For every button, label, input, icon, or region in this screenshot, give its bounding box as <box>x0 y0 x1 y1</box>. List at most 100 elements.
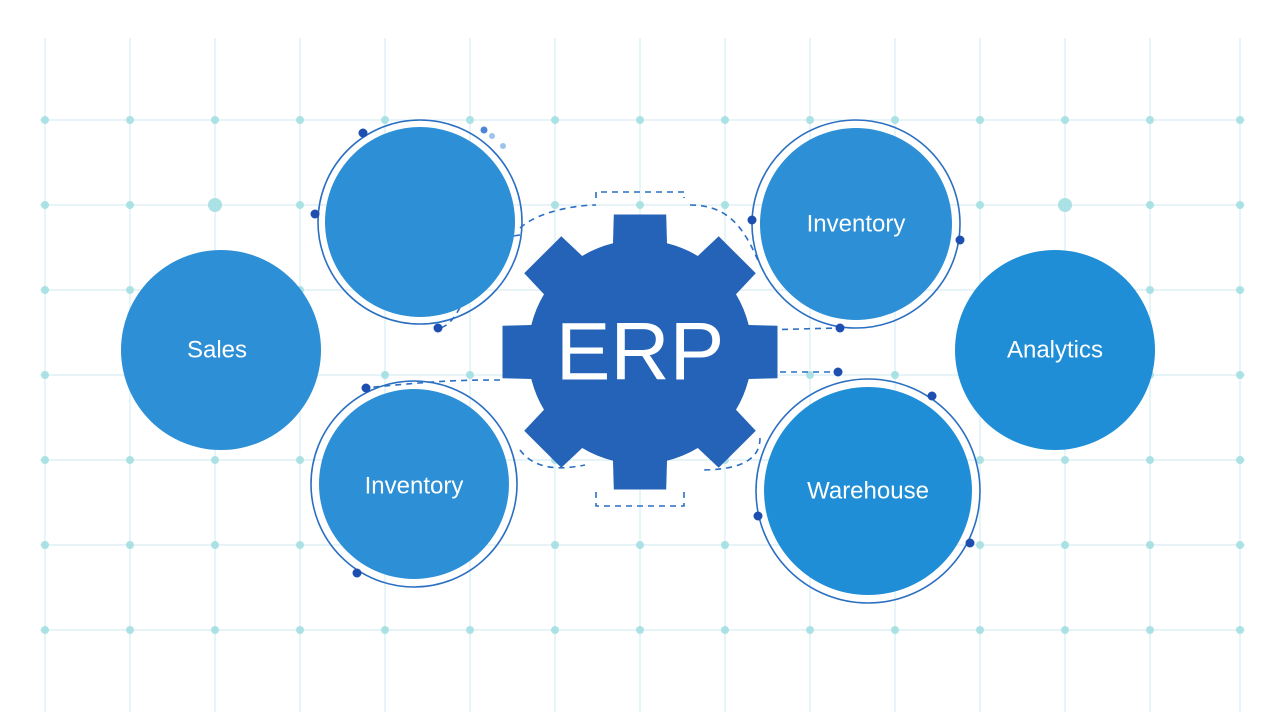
erp-hub[interactable]: ERP <box>502 214 778 490</box>
ring-dot <box>489 133 495 139</box>
grid-dot <box>126 541 134 549</box>
grid-dot <box>1236 456 1244 464</box>
grid-dot <box>806 626 814 634</box>
erp-hub-label: ERP <box>556 307 725 398</box>
grid-dot <box>41 371 49 379</box>
connector-left-top <box>519 204 597 229</box>
grid-dot <box>466 626 474 634</box>
grid-dot <box>381 116 389 124</box>
grid-dot <box>1061 626 1069 634</box>
module-node-warehouse[interactable]: Warehouse <box>753 367 981 604</box>
grid-dot <box>211 456 219 464</box>
grid-dot <box>976 116 984 124</box>
ring-dot <box>361 383 371 393</box>
grid-dot <box>721 201 729 209</box>
module-circle-sales <box>121 250 321 450</box>
grid-dot <box>296 541 304 549</box>
grid-dot <box>211 116 219 124</box>
grid-dot <box>126 201 134 209</box>
grid-dot <box>211 626 219 634</box>
grid-dot <box>551 116 559 124</box>
ring-dot <box>927 391 937 401</box>
ring-dot <box>833 367 843 377</box>
module-node-inventory-top[interactable]: Inventory <box>747 119 965 333</box>
grid-dot <box>126 626 134 634</box>
connector-right-top <box>689 204 761 266</box>
module-circle-inventory-top <box>760 128 952 320</box>
grid-dot <box>381 626 389 634</box>
grid-dot <box>1236 541 1244 549</box>
ring-dot <box>500 143 506 149</box>
module-circle-inventory-bottom <box>319 389 509 579</box>
module-circle-top-left <box>325 127 515 317</box>
module-node-sales[interactable]: Sales <box>121 250 321 450</box>
grid-dot <box>806 371 814 379</box>
connector-top <box>595 191 685 198</box>
ring-dot <box>310 209 320 219</box>
grid-dot <box>721 541 729 549</box>
grid-dot <box>1146 116 1154 124</box>
connector-bottom-left <box>365 379 501 389</box>
grid-dot <box>636 116 644 124</box>
connector-left-bottom <box>519 449 586 469</box>
module-node-analytics[interactable]: Analytics <box>955 250 1155 450</box>
grid-dot <box>891 371 899 379</box>
grid-dot <box>976 201 984 209</box>
grid-dot <box>1061 456 1069 464</box>
grid-dot <box>296 201 304 209</box>
module-ring-inventory-bottom <box>310 380 518 588</box>
grid-dot <box>1146 286 1154 294</box>
module-circle-warehouse <box>764 387 972 595</box>
grid-dot <box>551 541 559 549</box>
grid-dot <box>41 456 49 464</box>
grid-dot <box>381 371 389 379</box>
module-label-sales: Sales <box>187 337 247 364</box>
ring-dot <box>955 235 965 245</box>
grid-dot <box>41 626 49 634</box>
grid-dot <box>126 286 134 294</box>
grid-dot <box>296 626 304 634</box>
grid-dot <box>891 626 899 634</box>
grid-dot <box>126 456 134 464</box>
grid-dot <box>636 541 644 549</box>
module-node-inventory-bottom[interactable]: Inventory <box>310 380 518 588</box>
grid-dot <box>636 626 644 634</box>
ring-dot <box>358 128 368 138</box>
connector-bottom <box>595 492 685 507</box>
grid-dot <box>41 116 49 124</box>
ring-dot <box>835 323 845 333</box>
module-ring-top-left <box>317 119 523 325</box>
module-label-analytics: Analytics <box>1007 337 1103 364</box>
grid-dot <box>1236 286 1244 294</box>
module-node-top-left[interactable] <box>310 119 523 333</box>
grid-dot <box>41 201 49 209</box>
module-ring-warehouse <box>755 378 981 604</box>
gear-icon <box>502 214 778 490</box>
ring-dot <box>480 126 488 134</box>
grid-dot <box>976 456 984 464</box>
grid-dot <box>636 201 644 209</box>
grid-dot <box>551 626 559 634</box>
ring-dot <box>433 323 443 333</box>
ring-dot <box>352 568 362 578</box>
ring-dot <box>965 538 975 548</box>
grid-dot <box>891 116 899 124</box>
grid-dot <box>1146 456 1154 464</box>
grid-dot <box>126 116 134 124</box>
grid-dot <box>721 626 729 634</box>
grid-dot <box>296 456 304 464</box>
module-label-inventory-top: Inventory <box>807 211 906 238</box>
grid-dot <box>211 541 219 549</box>
module-label-warehouse: Warehouse <box>807 478 929 505</box>
module-circle-analytics <box>955 250 1155 450</box>
grid-dot <box>296 116 304 124</box>
grid-dot <box>1236 626 1244 634</box>
grid-dot <box>806 116 814 124</box>
grid-dot <box>1146 201 1154 209</box>
ring-dot <box>747 215 757 225</box>
grid-dot <box>1061 116 1069 124</box>
grid-dot <box>1061 541 1069 549</box>
grid-dot <box>1236 371 1244 379</box>
